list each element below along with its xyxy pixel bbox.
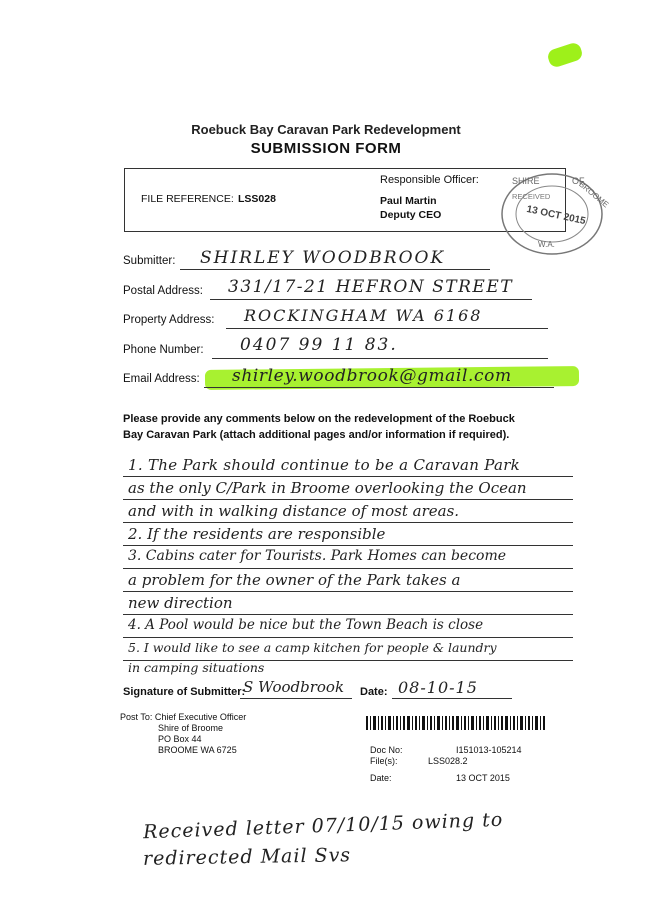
comment-rule xyxy=(123,568,573,569)
comment-rule xyxy=(123,614,573,615)
comment-line: 4. A Pool would be nice but the Town Bea… xyxy=(128,617,484,633)
comment-rule xyxy=(123,499,573,500)
form-subtitle: SUBMISSION FORM xyxy=(250,140,402,157)
records-date-value: 13 OCT 2015 xyxy=(456,773,510,783)
handwritten-note-line2: redirected Mail Svs xyxy=(142,844,352,870)
comment-rule xyxy=(123,637,573,638)
email-address-line xyxy=(204,387,554,388)
submitter-value: SHIRLEY WOODBROOK xyxy=(200,248,446,268)
comment-line: 5. I would like to see a camp kitchen fo… xyxy=(128,640,497,655)
comment-line: new direction xyxy=(128,594,233,612)
handwritten-note-line1: Received letter 07/10/15 owing to xyxy=(142,808,504,844)
instructions-line2: Bay Caravan Park (attach additional page… xyxy=(123,429,510,441)
comment-line: a problem for the owner of the Park take… xyxy=(128,571,461,589)
records-date-label: Date: xyxy=(370,773,392,783)
signature-line xyxy=(240,698,352,699)
received-stamp: SHIRE OF BROOME RECEIVED 13 OCT 2015 W.A… xyxy=(498,170,610,258)
responsible-officer-label: Responsible Officer: xyxy=(380,174,479,186)
highlighter-mark xyxy=(546,41,584,69)
file-reference-value: LSS028 xyxy=(238,193,276,205)
doc-no-label: Doc No: xyxy=(370,745,403,755)
property-address-value: ROCKINGHAM WA 6168 xyxy=(244,306,483,325)
comment-line: 1. The Park should continue to be a Cara… xyxy=(128,456,521,474)
property-address-line xyxy=(226,328,548,329)
postal-address-label: Postal Address: xyxy=(123,285,203,297)
officer-title: Deputy CEO xyxy=(380,209,442,221)
phone-number-value: 0407 99 11 83. xyxy=(240,335,398,355)
stamp-line1: SHIRE xyxy=(512,176,540,186)
post-to-line2: Shire of Broome xyxy=(158,723,224,733)
comment-rule xyxy=(123,591,573,592)
file-reference-label: FILE REFERENCE: xyxy=(141,193,234,205)
stamp-received: RECEIVED xyxy=(512,192,551,201)
comment-rule xyxy=(123,545,573,546)
reference-box xyxy=(124,168,566,232)
date-line xyxy=(392,698,512,699)
files-value: LSS028.2 xyxy=(428,756,468,766)
signature-label: Signature of Submitter: xyxy=(123,686,246,698)
phone-number-label: Phone Number: xyxy=(123,344,204,356)
post-to-line4: BROOME WA 6725 xyxy=(158,745,237,755)
files-label: File(s): xyxy=(370,756,398,766)
date-label: Date: xyxy=(360,686,388,698)
email-address-value: shirley.woodbrook@gmail.com xyxy=(232,366,512,386)
doc-no-value: I151013-105214 xyxy=(456,745,522,755)
stamp-state: W.A. xyxy=(538,240,555,249)
comment-line: and with in walking distance of most are… xyxy=(128,502,460,520)
submitter-label: Submitter: xyxy=(123,255,176,267)
barcode xyxy=(366,716,546,730)
phone-number-line xyxy=(212,358,548,359)
comment-rule xyxy=(123,476,573,477)
postal-address-value: 331/17-21 HEFRON STREET xyxy=(228,277,514,297)
email-address-label: Email Address: xyxy=(123,373,200,385)
comment-line: 3. Cabins cater for Tourists. Park Homes… xyxy=(128,548,507,564)
date-value: 08-10-15 xyxy=(398,678,478,697)
form-title: Roebuck Bay Caravan Park Redevelopment xyxy=(191,122,461,137)
comment-line: in camping situations xyxy=(128,660,265,675)
comment-line: 2. If the residents are responsible xyxy=(128,525,386,543)
comment-line: as the only C/Park in Broome overlooking… xyxy=(128,479,527,497)
officer-name: Paul Martin xyxy=(380,195,437,207)
stamp-line2: OF xyxy=(572,176,585,186)
comment-rule xyxy=(123,522,573,523)
post-to-line3: PO Box 44 xyxy=(158,734,202,744)
comment-rule xyxy=(123,660,573,661)
post-to-line1: Post To: Chief Executive Officer xyxy=(120,712,247,722)
postal-address-line xyxy=(210,299,532,300)
submitter-line xyxy=(180,269,490,270)
property-address-label: Property Address: xyxy=(123,314,215,326)
signature-value: S Woodbrook xyxy=(243,678,345,696)
instructions-line1: Please provide any comments below on the… xyxy=(123,413,515,425)
